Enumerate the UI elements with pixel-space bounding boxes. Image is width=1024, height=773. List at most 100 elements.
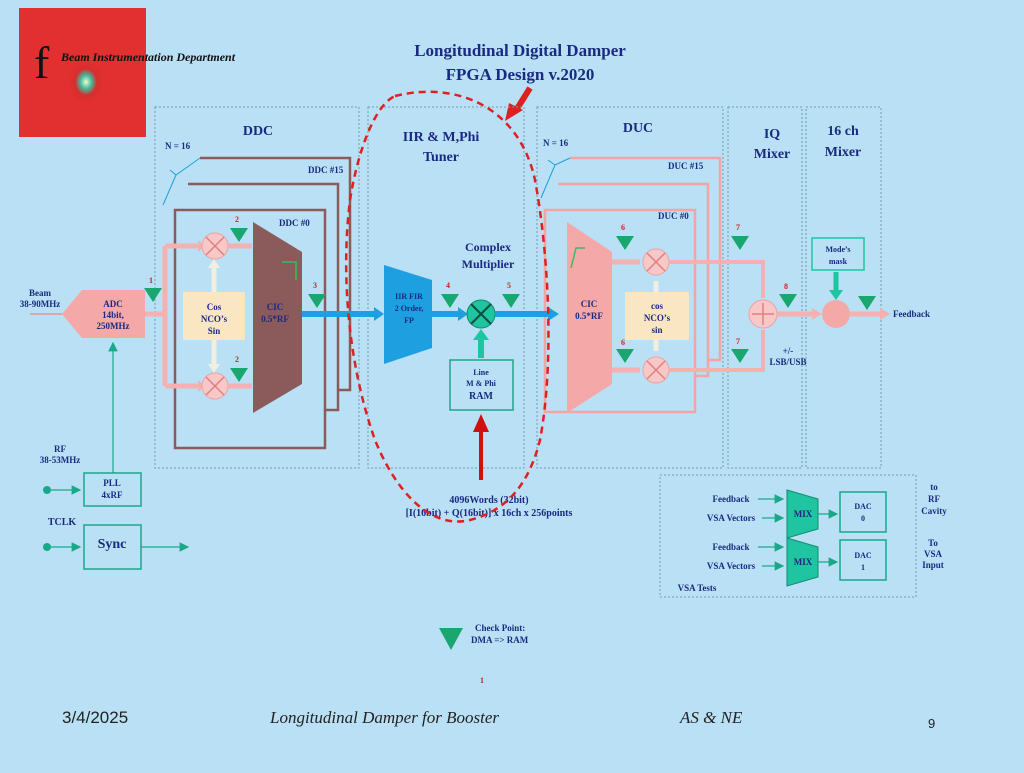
vsa-vectors-2: VSA Vectors xyxy=(707,561,756,571)
dac0-label-1: DAC xyxy=(854,502,872,511)
dac0-block xyxy=(839,491,887,533)
ddc-section-frame xyxy=(154,106,360,469)
adc-label-3: 250MHz xyxy=(97,321,130,331)
legend-checkpoint-icon xyxy=(439,628,463,650)
checkpoint-2-upper xyxy=(230,228,248,242)
iq-title-1: IQ xyxy=(764,127,780,142)
sync-label: Sync xyxy=(98,537,127,552)
ddc-cic-label-2: 0.5*RF xyxy=(261,314,289,324)
to-rf-2: RF xyxy=(928,494,940,504)
duc-n-label: N = 16 xyxy=(543,138,569,148)
dac1-label-2: 1 xyxy=(861,563,865,572)
ddc-nco-block xyxy=(183,292,245,340)
checkpoint-2-lower xyxy=(230,368,248,382)
duc-cic-symbol xyxy=(570,247,585,269)
to-vsa-2: VSA xyxy=(924,549,943,559)
footer-title: Longitudinal Damper for Booster xyxy=(270,708,500,727)
adc-to-mixers-path xyxy=(145,243,198,389)
checkpoint-mixer-out xyxy=(858,296,876,310)
checkpoint-4 xyxy=(441,294,459,308)
rf-input-dot xyxy=(43,486,51,494)
adder-to-mask-arrowhead xyxy=(812,308,822,320)
mix-label-0: MIX xyxy=(794,509,813,519)
pll-label-1: PLL xyxy=(103,478,121,488)
to-rf-1: to xyxy=(930,482,938,492)
ddc-cic-block xyxy=(253,222,302,413)
iir-label-2: 2 Order, xyxy=(395,304,424,313)
adc-block xyxy=(62,290,145,338)
checkpoint-2-upper-label: 2 xyxy=(235,215,239,224)
checkpoint-7-upper xyxy=(731,236,749,250)
ram-input-arrowhead xyxy=(473,414,489,432)
iir-label-3: FP xyxy=(404,316,414,325)
duc-brace xyxy=(540,157,571,199)
ddc-cic-symbol xyxy=(282,261,297,280)
checkpoint-6-lower-label: 6 xyxy=(621,338,625,347)
iq-adder xyxy=(748,299,778,329)
checkpoint-2-lower-label: 2 xyxy=(235,355,239,364)
dac0-label-2: 0 xyxy=(861,514,865,523)
checkpoint-7-upper-label: 7 xyxy=(736,223,740,232)
ddc-to-iir-arrowhead xyxy=(374,307,384,321)
ddc-nco-arrowhead-lower xyxy=(208,364,220,373)
dac1-label-1: DAC xyxy=(854,551,872,560)
vsa-tests-label: VSA Tests xyxy=(678,583,717,593)
ram-label-2: M & Phi xyxy=(466,379,497,388)
vsa-mix-1 xyxy=(786,537,819,587)
checkpoint-6-upper xyxy=(616,236,634,250)
checkpoint-6-upper-label: 6 xyxy=(621,223,625,232)
complex-multiplier xyxy=(466,299,496,329)
iir-title-2: Tuner xyxy=(423,150,459,165)
to-vsa-1: To xyxy=(928,538,938,548)
duc-cic-label-1: CIC xyxy=(581,299,598,309)
mask-label-1: Mode’s xyxy=(825,245,850,254)
department-name: Beam Instrumentation Department xyxy=(60,50,236,64)
duc-stack xyxy=(543,156,722,414)
footer-date: 3/4/2025 xyxy=(62,708,129,727)
duc-section-frame xyxy=(536,106,724,469)
ram-label-1: Line xyxy=(473,368,489,377)
complex-mult-label-1: Complex xyxy=(465,240,511,254)
iir-filter-block xyxy=(384,265,432,364)
department-logo: f xyxy=(19,8,146,137)
beam-label-1: Beam xyxy=(29,288,51,298)
duc-mixer-lower xyxy=(642,356,670,384)
modes-mask-block xyxy=(811,237,865,271)
checkpoint-7-lower-label: 7 xyxy=(736,337,740,346)
duc0-label: DUC #0 xyxy=(658,211,689,221)
duc15-label: DUC #15 xyxy=(668,161,704,171)
ddc-n-label: N = 16 xyxy=(165,141,191,151)
ddc-nco-label-1: Cos xyxy=(207,302,222,312)
ddc0-label: DDC #0 xyxy=(279,218,310,228)
mixer-title-2: Mixer xyxy=(825,145,862,160)
pll-label-2: 4xRF xyxy=(102,490,123,500)
ddc-title: DDC xyxy=(243,124,273,139)
ddc-brace xyxy=(162,157,201,206)
svg-text:f: f xyxy=(34,37,50,88)
legend-number: 1 xyxy=(480,676,484,685)
checkpoint-1-label: 1 xyxy=(149,276,153,285)
checkpoint-7-lower xyxy=(731,349,749,363)
adc-label-1: ADC xyxy=(103,299,123,309)
vsa-feedback-2: Feedback xyxy=(713,542,750,552)
rf-label-2: 38-53MHz xyxy=(40,455,81,465)
ram-words-1: 4096Words (32bit) xyxy=(449,495,528,506)
checkpoint-8 xyxy=(779,294,797,308)
legend-line-1: Check Point: xyxy=(475,623,525,633)
mask-label-2: mask xyxy=(829,257,848,266)
iir-section-frame xyxy=(367,106,525,469)
vsa-feedback-1: Feedback xyxy=(713,494,750,504)
iir-label-1: IIR FIR xyxy=(395,292,423,301)
ddc-nco-label-3: Sin xyxy=(208,326,221,336)
ddc15-label: DDC #15 xyxy=(308,165,344,175)
to-rf-3: Cavity xyxy=(921,506,947,516)
checkpoint-3 xyxy=(308,294,326,308)
tclk-label: TCLK xyxy=(48,517,77,528)
duc-cic-block xyxy=(567,222,612,413)
duc-nco-label-1: cos xyxy=(651,301,663,311)
ddc-mixer-lower xyxy=(201,372,229,400)
lsb-usb-label: LSB/USB xyxy=(769,357,806,367)
feedback-output-arrowhead xyxy=(880,308,890,320)
beam-label-2: 38-90MHz xyxy=(20,299,61,309)
